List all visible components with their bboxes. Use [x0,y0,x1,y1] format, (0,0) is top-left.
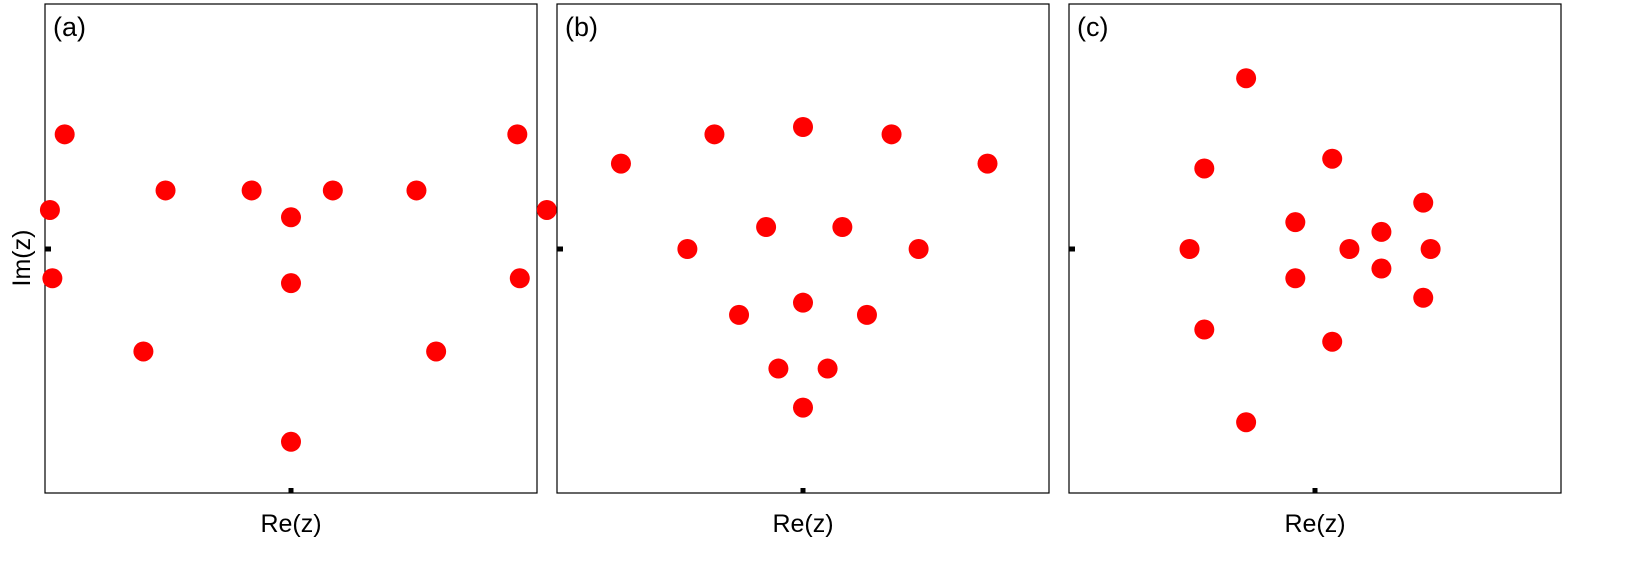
panel-a-x-tick-0 [288,488,294,493]
panel-c: (c) Re(z) [1068,3,1562,538]
panel-a-frame [44,3,538,494]
panel-b-x-tick-0 [800,488,806,493]
panel-c-points [1179,68,1441,433]
panel-b-point-11 [856,304,877,325]
panel-c-label: (c) [1077,12,1108,42]
panel-c-point-0 [1236,68,1257,89]
panel-c-point-3 [1413,192,1434,213]
panel-b-point-6 [756,217,777,238]
panel-a: (a) Re(z) [39,3,557,538]
panel-b: (b) Re(z) [556,3,1050,538]
panel-b-ticks [557,246,806,493]
panel-c-x-tick-0 [1312,488,1318,493]
panel-c-point-14 [1236,412,1257,433]
panel-a-points [39,124,557,452]
panel-b-point-5 [677,239,698,259]
panel-a-point-3 [241,180,262,201]
panel-b-label: (b) [565,12,598,42]
panel-a-label: (a) [53,12,86,42]
panel-a-point-7 [39,199,60,220]
panel-a-point-13 [426,341,447,362]
panel-b-frame [556,3,1050,494]
panel-a-point-12 [133,341,154,362]
panel-c-point-11 [1413,287,1434,308]
panel-a-point-0 [54,124,75,145]
panel-a-point-9 [42,268,63,289]
panel-b-point-13 [817,358,838,379]
panel-c-point-13 [1322,331,1343,352]
panel-a-point-11 [509,268,530,289]
panel-c-point-6 [1179,239,1200,259]
panel-b-point-9 [793,292,813,313]
panel-a-point-1 [507,124,528,145]
panel-c-frame [1068,3,1562,494]
panel-a-x-axis-label: Re(z) [260,510,321,538]
panel-c-point-5 [1371,221,1392,242]
panel-a-point-5 [406,180,427,201]
panel-b-point-14 [793,397,813,418]
panel-c-point-4 [1285,212,1306,233]
panel-c-ticks [1069,246,1318,493]
panel-c-x-axis-label: Re(z) [1284,510,1345,538]
panel-b-point-4 [977,153,998,174]
panel-a-point-14 [281,431,301,452]
panel-c-point-2 [1194,158,1215,179]
panel-c-point-1 [1322,148,1343,169]
panel-b-point-3 [881,124,902,145]
panel-b-points [610,117,998,418]
panel-a-point-4 [322,180,343,201]
panel-b-x-axis-label: Re(z) [772,510,833,538]
panel-c-point-8 [1420,239,1441,259]
panel-c-point-10 [1285,268,1306,289]
y-axis-label: Im(z) [8,230,36,287]
panel-b-point-12 [768,358,789,379]
panel-c-point-7 [1339,239,1360,259]
panel-a-y-tick-0 [45,246,51,252]
panel-a-point-2 [155,180,176,201]
panel-a-point-10 [281,273,301,294]
panel-a-point-8 [536,199,557,220]
panel-b-point-10 [729,304,750,325]
panel-c-point-12 [1194,319,1215,340]
panel-b-point-1 [704,124,725,145]
panel-b-point-0 [610,153,631,174]
panel-a-point-6 [281,207,301,228]
panel-b-point-2 [793,117,813,137]
panel-a-ticks [45,246,294,493]
panel-b-point-7 [832,217,853,238]
panel-b-y-tick-0 [557,246,563,252]
panel-c-point-9 [1371,258,1392,279]
panel-b-point-8 [908,239,929,259]
panel-c-y-tick-0 [1069,246,1075,252]
